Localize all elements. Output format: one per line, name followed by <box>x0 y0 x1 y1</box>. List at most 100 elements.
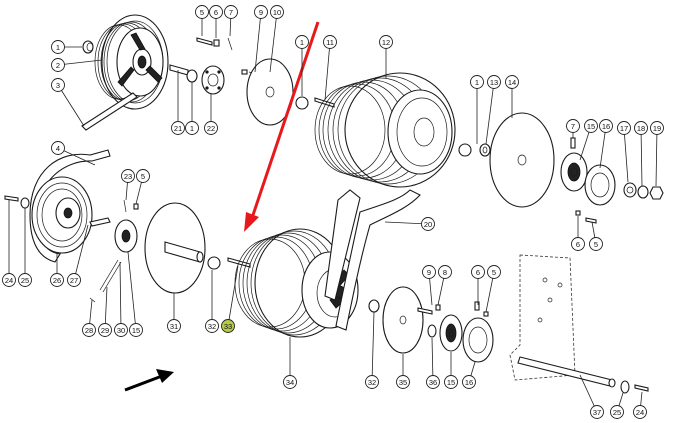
leader-line <box>371 311 375 383</box>
callout-number: 29 <box>101 326 109 335</box>
top-left-pulley <box>94 14 169 110</box>
callout-1: 1 <box>51 40 65 54</box>
callout-10: 10 <box>270 5 284 19</box>
callout-circle <box>114 323 128 337</box>
leader-line <box>254 11 262 73</box>
callout-circle <box>444 375 458 389</box>
callout-21: 21 <box>171 121 185 135</box>
callout-circle <box>584 119 598 133</box>
leader-line <box>324 41 331 101</box>
callout-17: 17 <box>617 121 631 135</box>
bush-pin-11 <box>295 96 335 110</box>
callout-33: 33 <box>221 319 235 333</box>
upper-pulley-12 <box>314 72 456 188</box>
leader-line <box>104 286 108 331</box>
callout-circle <box>67 273 81 287</box>
callout-circle <box>98 323 112 337</box>
callout-number: 18 <box>637 124 645 133</box>
callout-number: 33 <box>224 322 232 331</box>
washer-36 <box>417 304 441 338</box>
callout-number: 15 <box>587 122 595 131</box>
callout-9: 9 <box>254 5 268 19</box>
disc-14 <box>489 112 555 208</box>
callout-29: 29 <box>98 323 112 337</box>
callout-number: 15 <box>132 326 140 335</box>
callout-number: 9 <box>259 8 263 17</box>
leader-line <box>119 261 122 331</box>
leader-line <box>640 127 643 187</box>
callout-number: 7 <box>229 8 233 17</box>
callout-6: 6 <box>471 265 485 279</box>
callout-number: 11 <box>326 38 334 47</box>
callout-number: 34 <box>286 378 294 387</box>
flange-15-left <box>114 199 139 253</box>
bush-washer-13 <box>458 143 491 157</box>
callout-circle <box>295 35 309 49</box>
callout-20: 20 <box>421 217 435 231</box>
leader-line <box>227 265 239 327</box>
leader-line <box>73 224 89 281</box>
callout-circle <box>51 40 65 54</box>
callout-circle <box>365 375 379 389</box>
callout-circle <box>224 5 238 19</box>
callout-16: 16 <box>599 119 613 133</box>
callout-number: 10 <box>273 8 281 17</box>
callout-number: 4 <box>56 144 60 153</box>
callout-circle <box>18 273 32 287</box>
callout-5: 5 <box>136 169 150 183</box>
callout-circle <box>171 121 185 135</box>
callout-circle <box>589 237 603 251</box>
callout-circle <box>617 121 631 135</box>
callout-15: 15 <box>584 119 598 133</box>
pin-28-29-30 <box>89 259 122 303</box>
bolt-24-washer-25-left <box>4 195 30 209</box>
callout-number: 8 <box>443 268 447 277</box>
callout-number: 23 <box>124 172 132 181</box>
callout-number: 24 <box>636 408 644 417</box>
callout-22: 22 <box>204 121 218 135</box>
callout-25: 25 <box>18 273 32 287</box>
callout-34: 34 <box>283 375 297 389</box>
callout-number: 32 <box>368 378 376 387</box>
leader-line <box>485 81 495 145</box>
callout-number: 24 <box>5 276 13 285</box>
callout-circle <box>185 121 199 135</box>
callout-number: 5 <box>200 8 204 17</box>
callout-circle <box>599 119 613 133</box>
callout-26: 26 <box>50 273 64 287</box>
left-pulley-26 <box>29 149 111 263</box>
belt-20 <box>324 189 421 331</box>
callout-circle <box>422 265 436 279</box>
belt-3 <box>81 92 138 131</box>
callout-circle <box>129 323 143 337</box>
callout-circle <box>379 35 393 49</box>
callout-circle <box>505 75 519 89</box>
callout-18: 18 <box>634 121 648 135</box>
callout-2: 2 <box>51 58 65 72</box>
callout-number: 30 <box>117 326 125 335</box>
callout-number: 6 <box>476 268 480 277</box>
callout-circle <box>254 5 268 19</box>
callout-number: 2 <box>56 61 60 70</box>
leader-line <box>127 251 137 331</box>
callout-number: 20 <box>424 220 432 229</box>
callout-number: 37 <box>593 408 601 417</box>
callout-circle <box>421 217 435 231</box>
disc-31 <box>144 202 206 294</box>
black-arrow <box>124 369 174 392</box>
callout-5: 5 <box>589 237 603 251</box>
leader-line <box>655 127 658 187</box>
callout-35: 35 <box>396 375 410 389</box>
callout-number: 6 <box>576 240 580 249</box>
callout-number: 1 <box>300 38 304 47</box>
callout-13: 13 <box>487 75 501 89</box>
callout-number: 12 <box>382 38 390 47</box>
callout-15: 15 <box>129 323 143 337</box>
callout-number: 13 <box>490 78 498 87</box>
callout-number: 32 <box>208 322 216 331</box>
callout-32: 32 <box>205 319 219 333</box>
callout-6: 6 <box>571 237 585 251</box>
callout-circle <box>121 169 135 183</box>
leader-line <box>269 11 278 73</box>
